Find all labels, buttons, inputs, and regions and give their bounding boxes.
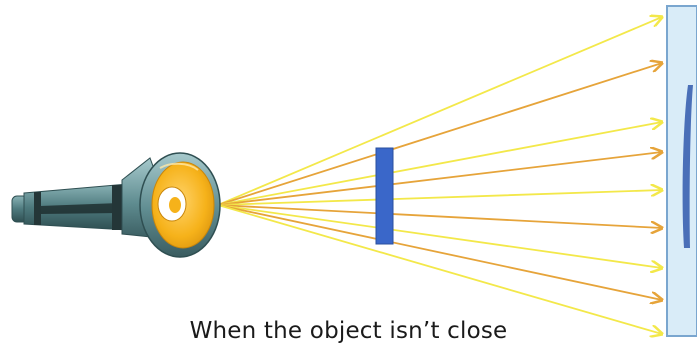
projection-screen xyxy=(667,6,697,336)
diagram-caption: When the object isn’t close xyxy=(0,318,697,344)
ray-8 xyxy=(218,205,662,300)
flashlight-icon xyxy=(12,153,220,257)
ray-1 xyxy=(218,17,662,205)
light-rays xyxy=(218,17,662,334)
ray-7 xyxy=(218,205,662,268)
blocking-object xyxy=(376,148,393,244)
